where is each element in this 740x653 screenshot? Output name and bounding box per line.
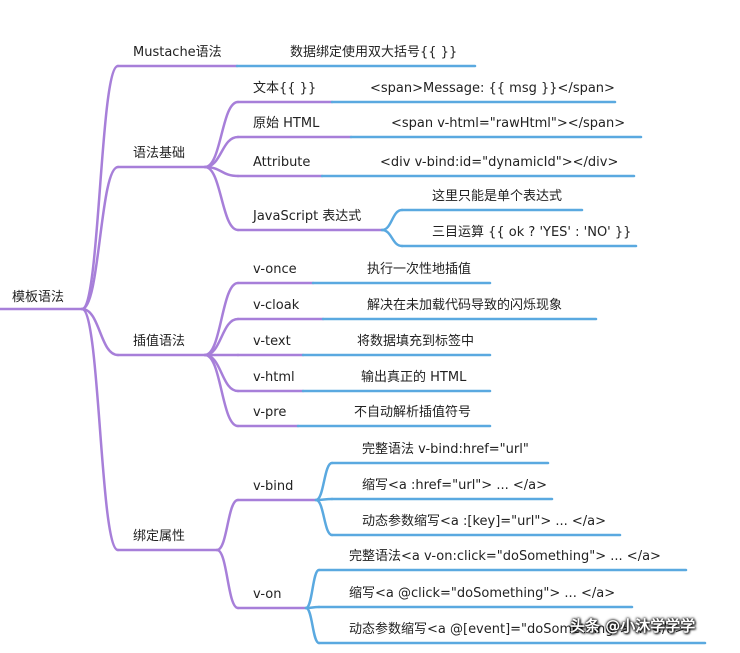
leaf-connector — [304, 568, 321, 610]
leaf-label: <span v-html="rawHtml"></span> — [391, 116, 626, 131]
leaf-label: 完整语法<a v-on:click="doSomething"> ... </a… — [349, 549, 661, 564]
leaf-label: 动态参数缩写<a @[event]="doSomething"> ... </a… — [349, 622, 686, 637]
watermark-text: 头条 @小沐学学学 — [570, 617, 696, 635]
branch-connector-bind — [80, 307, 120, 552]
leaf-label: 动态参数缩写<a :[key]="url"> ... </a> — [362, 514, 607, 529]
leaf-label: 执行一次性地插值 — [367, 262, 472, 277]
sub-connector — [203, 100, 240, 169]
sub-label: v-pre — [253, 405, 287, 420]
leaf-connector — [380, 208, 404, 232]
sub-connector — [203, 165, 240, 232]
branch-label-mustache: Mustache语法 — [133, 45, 222, 60]
leaf-label: 三目运算 {{ ok ? 'YES' : 'NO' }} — [432, 225, 632, 240]
sub-label: v-cloak — [253, 298, 300, 313]
branch-label-interp: 插值语法 — [133, 334, 186, 349]
leaf-label: 不自动解析插值符号 — [354, 405, 472, 420]
sub-label: v-bind — [253, 479, 294, 494]
leaf-connector — [314, 461, 334, 502]
leaf-connector — [380, 228, 404, 248]
sub-connector — [203, 353, 240, 428]
leaf-label: 缩写<a :href="url"> ... </a> — [362, 478, 547, 493]
branch-connector-interp — [80, 307, 120, 357]
sub-label: 原始 HTML — [253, 116, 320, 131]
sub-connector — [203, 135, 240, 169]
sub-label: v-html — [253, 370, 295, 385]
leaf-label: 这里只能是单个表达式 — [432, 189, 563, 204]
leaf-label: 完整语法 v-bind:href="url" — [362, 442, 529, 457]
leaf-label: 解决在未加载代码导致的闪烁现象 — [367, 298, 563, 313]
branch-connector-mustache — [80, 64, 120, 311]
sub-label: 文本{{ }} — [253, 81, 317, 96]
sub-label: v-once — [253, 262, 297, 277]
branch-connector-basics — [80, 165, 120, 311]
leaf-label: 将数据填充到标签中 — [357, 334, 475, 349]
sub-label: JavaScript 表达式 — [253, 209, 362, 224]
sub-connector — [215, 548, 240, 610]
leaf-connector — [314, 498, 334, 537]
leaf-label: 缩写<a @click="doSomething"> ... </a> — [349, 586, 616, 601]
leaf-label: 数据绑定使用双大括号{{ }} — [290, 45, 458, 60]
leaf-label: <div v-bind:id="dynamicId"></div> — [380, 155, 619, 170]
sub-label: v-on — [253, 587, 282, 602]
branch-label-bind: 绑定属性 — [133, 529, 186, 544]
sub-label: v-text — [253, 334, 291, 349]
branch-label-basics: 语法基础 — [133, 146, 186, 161]
sub-connector — [215, 498, 240, 552]
root-label: 模板语法 — [12, 290, 65, 305]
leaf-label: 输出真正的 HTML — [361, 370, 467, 385]
sub-label: Attribute — [253, 155, 311, 170]
leaf-label: <span>Message: {{ msg }}</span> — [370, 81, 615, 96]
leaf-connector — [304, 606, 321, 645]
